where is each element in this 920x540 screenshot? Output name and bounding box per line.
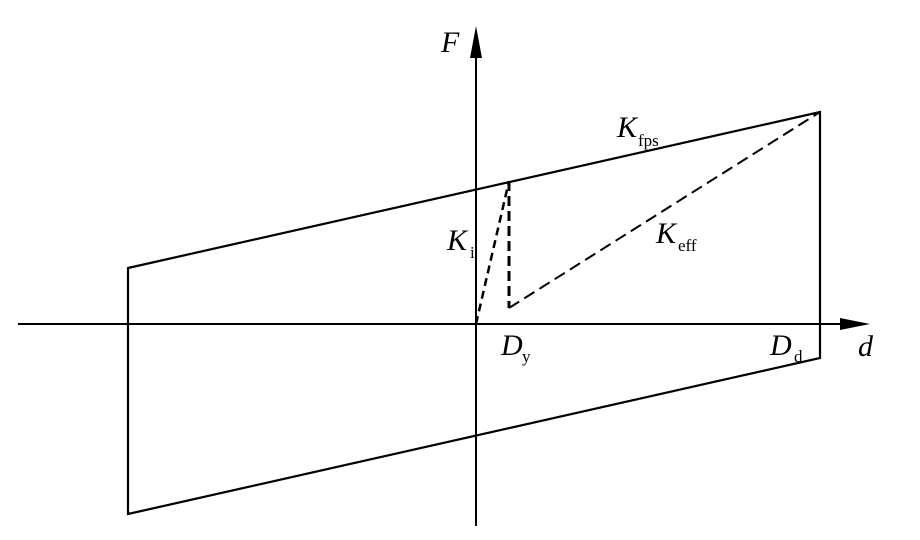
k-fps-label: K fps (616, 111, 659, 150)
x-axis-arrow-icon (840, 318, 870, 330)
x-axis-label: d (858, 330, 874, 363)
y-axis-arrow-icon (470, 26, 482, 58)
y-axis-label: F (440, 26, 460, 59)
hysteresis-loop (126, 110, 822, 516)
k-i-label: K i (446, 224, 475, 262)
k-eff-line (508, 111, 821, 309)
d-y-label: D y (500, 329, 531, 366)
k-eff-label: K eff (655, 217, 697, 255)
k-i-line (474, 180, 511, 325)
d-d-label: D d (769, 329, 803, 366)
